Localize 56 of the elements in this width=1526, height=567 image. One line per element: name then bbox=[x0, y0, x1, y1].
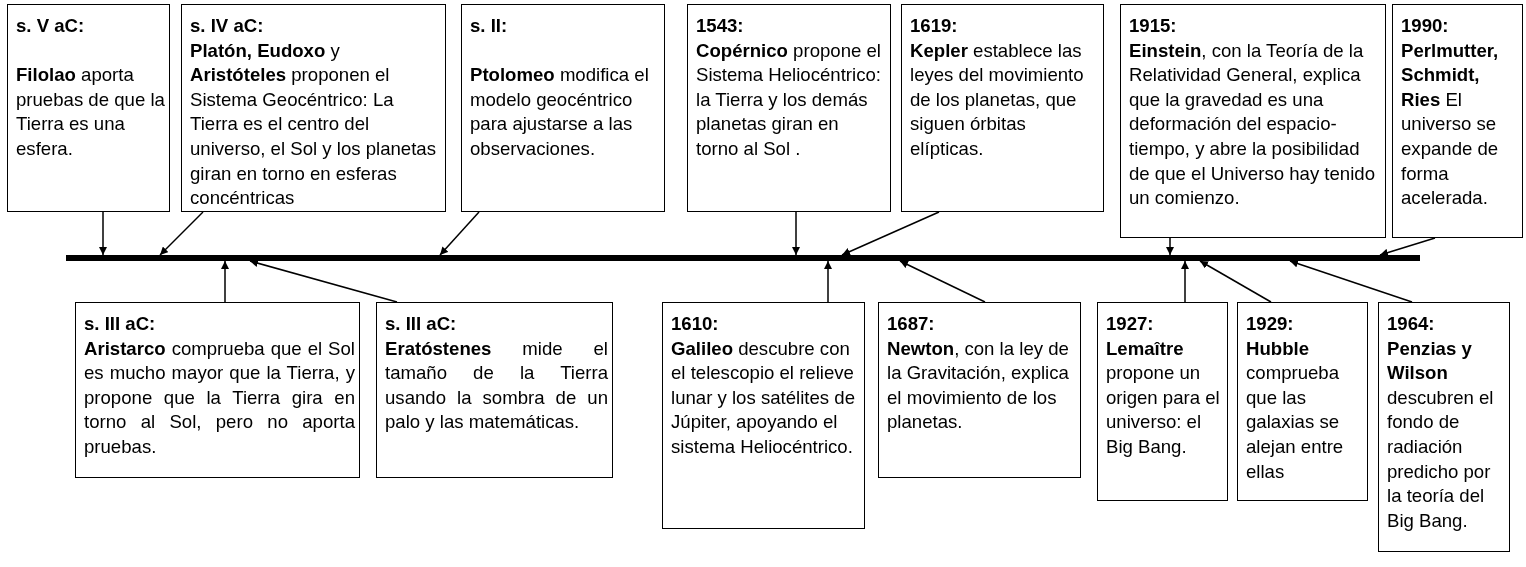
event-box bbox=[75, 302, 360, 478]
event-description: Copérnico propone el Sistema Heliocéntrico: la Tierra y los demás planetas giran en torno al Sol . bbox=[696, 38, 882, 161]
event-date: s. III aC: bbox=[385, 312, 458, 336]
event-box bbox=[901, 4, 1104, 212]
event-box bbox=[878, 302, 1081, 478]
event-date: 1990: bbox=[1401, 14, 1450, 38]
event-description: Ptolomeo modifica el modelo geocéntrico para ajustarse a las observaciones. bbox=[470, 63, 650, 161]
event-description: Galileo descubre con el telescopio el relieve lunar y los satélites de Júpiter, apoyando el sistema Heliocéntrico. bbox=[671, 336, 856, 459]
event-description: Filolao aporta pruebas de que la Tierra es una esfera. bbox=[16, 63, 165, 161]
arrow bbox=[439, 211, 480, 256]
event-box bbox=[7, 4, 170, 212]
arrow bbox=[1289, 259, 1413, 303]
event-description: Perlmutter, Schmidt, Ries El universo se expande de forma acelerada. bbox=[1401, 38, 1500, 211]
event-date: s. III aC: bbox=[84, 312, 157, 336]
event-box bbox=[1237, 302, 1368, 501]
event-box bbox=[181, 4, 446, 212]
event-box bbox=[662, 302, 865, 529]
event-description: Einstein, con la Teoría de la Relatividad General, explica que la gravedad es una deformación del espacio-tiempo, y abre la posibilidad de que el Universo hay tenido un comienzo. bbox=[1129, 38, 1376, 211]
arrow bbox=[792, 211, 800, 256]
event-description: Platón, Eudoxo y Aristóteles proponen el Sistema Geocéntrico: La Tierra es el centro del universo, el Sol y los planetas giran en torno en esferas concéntricas bbox=[190, 38, 437, 211]
arrow bbox=[824, 260, 832, 303]
arrow bbox=[249, 259, 398, 303]
event-box bbox=[1392, 4, 1523, 238]
arrow bbox=[841, 211, 940, 256]
event-date: 1543: bbox=[696, 14, 745, 38]
arrow bbox=[221, 260, 229, 303]
event-description: Hubble comprueba que las galaxias se alejan entre ellas bbox=[1246, 336, 1345, 484]
event-date: 1619: bbox=[910, 14, 959, 38]
arrow bbox=[1166, 237, 1174, 256]
event-description: Lemaître propone un origen para el universo: el Big Bang. bbox=[1106, 336, 1221, 459]
arrow bbox=[99, 211, 107, 256]
event-description: Eratóstenes mide el tamaño de la Tierra usando la sombra de un palo y las matemáticas. bbox=[385, 336, 608, 435]
event-box bbox=[687, 4, 891, 212]
event-box bbox=[1378, 302, 1510, 552]
event-date: 1929: bbox=[1246, 312, 1295, 336]
event-box bbox=[376, 302, 613, 478]
event-date: s. IV aC: bbox=[190, 14, 265, 38]
event-date: 1610: bbox=[671, 312, 720, 336]
event-description: Kepler establece las leyes del movimiento de los planetas, que siguen órbitas elípticas. bbox=[910, 38, 1085, 161]
arrow bbox=[1199, 260, 1272, 303]
timeline-bar bbox=[66, 255, 1420, 261]
event-date: 1964: bbox=[1387, 312, 1436, 336]
event-description: Newton, con la ley de la Gravitación, explica el movimiento de los planetas. bbox=[887, 336, 1070, 435]
event-box bbox=[1120, 4, 1386, 238]
event-date: 1915: bbox=[1129, 14, 1178, 38]
arrow bbox=[899, 260, 986, 303]
event-date: 1687: bbox=[887, 312, 936, 336]
event-box bbox=[1097, 302, 1228, 501]
arrow bbox=[159, 211, 204, 256]
event-box bbox=[461, 4, 665, 212]
arrow bbox=[1181, 260, 1189, 303]
event-date: s. V aC: bbox=[16, 14, 86, 38]
event-date: 1927: bbox=[1106, 312, 1155, 336]
event-description: Aristarco comprueba que el Sol es mucho mayor que la Tierra, y propone que la Tierra gira en torno al Sol, pero no aporta pruebas. bbox=[84, 336, 355, 459]
event-date: s. II: bbox=[470, 14, 509, 38]
event-description: Penzias y Wilson descubren el fondo de radiación predicho por la teoría del Big Bang. bbox=[1387, 336, 1495, 533]
